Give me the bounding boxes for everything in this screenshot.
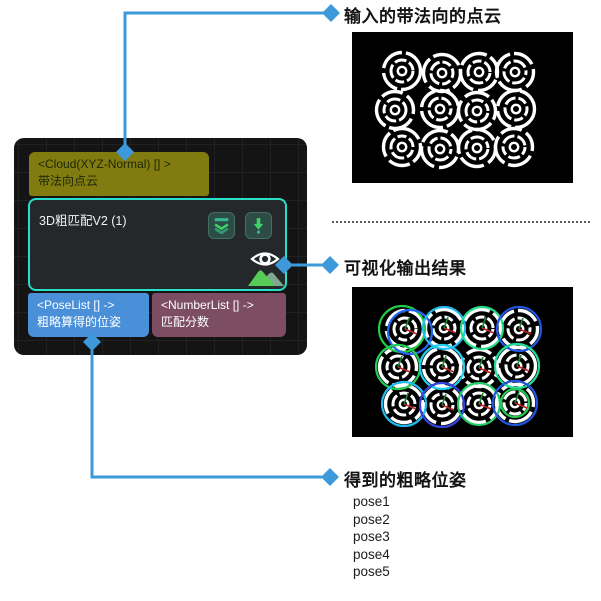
node-graph-canvas[interactable]: <Cloud(XYZ-Normal) [] > 带法向点云 3D粗匹配V2 (1… <box>14 138 307 355</box>
pose-list: pose1 pose2 pose3 pose4 pose5 <box>353 493 390 581</box>
output-port-poselist[interactable]: <PoseList [] -> 粗略算得的位姿 <box>28 293 149 337</box>
step-node-3d-coarse-matching[interactable]: 3D粗匹配V2 (1) <box>28 198 287 291</box>
pose-list-item: pose5 <box>353 564 390 580</box>
input-port-cloud[interactable]: <Cloud(XYZ-Normal) [] > 带法向点云 <box>29 152 209 196</box>
visualization-toggle[interactable] <box>248 248 284 286</box>
poselist-port-type: <PoseList [] -> <box>37 298 115 312</box>
input-pointcloud-image <box>352 32 573 183</box>
collapse-parameters-button[interactable] <box>208 212 235 239</box>
step-title: 3D粗匹配V2 (1) <box>39 214 127 228</box>
poselist-port-label: 粗略算得的位姿 <box>37 315 122 329</box>
input-port-label: 带法向点云 <box>38 174 99 188</box>
pose-list-item: pose3 <box>353 529 390 545</box>
output-annotation-label: 可视化输出结果 <box>344 259 467 278</box>
pose-list-item: pose4 <box>353 546 390 562</box>
output-pointcloud-image <box>352 287 573 437</box>
dotted-separator <box>332 221 590 223</box>
pose-annotation-label: 得到的粗略位姿 <box>344 471 467 490</box>
arrow-down-icon <box>253 218 264 234</box>
numberlist-port-label: 匹配分数 <box>161 315 210 329</box>
eye-image-icon <box>248 252 284 286</box>
input-port-type: <Cloud(XYZ-Normal) [] > <box>38 157 171 171</box>
download-arrow-button[interactable] <box>245 212 272 239</box>
output-port-numberlist[interactable]: <NumberList [] -> 匹配分数 <box>152 293 286 337</box>
input-annotation-label: 输入的带法向的点云 <box>344 7 502 26</box>
double-chevron-down-icon <box>214 218 229 234</box>
numberlist-port-type: <NumberList [] -> <box>161 298 254 312</box>
pose-list-item: pose1 <box>353 494 390 509</box>
pose-list-item: pose2 <box>353 511 390 527</box>
